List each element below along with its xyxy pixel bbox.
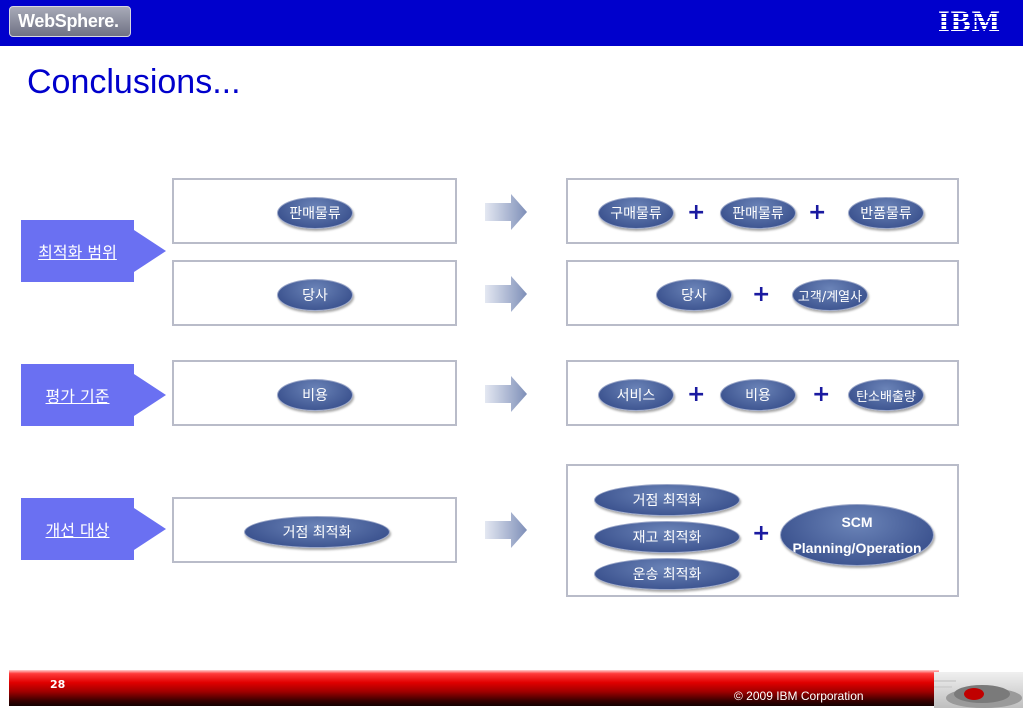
label-improvement-target: 개선 대상 xyxy=(21,498,134,560)
pill-target: 운송 최적화 xyxy=(594,558,740,590)
label-arrow-icon xyxy=(134,508,166,550)
websphere-logo: WebSphere. xyxy=(9,6,131,37)
car-logo-icon xyxy=(934,672,1023,708)
label-optimization-scope-text: 최적화 범위 xyxy=(38,243,117,262)
pill-target: 거점 최적화 xyxy=(594,484,740,516)
right-arrow-icon xyxy=(485,194,527,230)
current-box-target: 거점 최적화 xyxy=(172,497,457,563)
plus-sign: + xyxy=(808,200,827,225)
label-optimization-scope: 최적화 범위 xyxy=(21,220,134,282)
header-bar: WebSphere. IBM xyxy=(0,0,1023,46)
pill-scm-line2: Planning/Operation xyxy=(792,540,922,556)
slide-title: Conclusions... xyxy=(27,63,241,101)
current-box-scope-2: 당사 xyxy=(172,260,457,326)
pill-current: 당사 xyxy=(277,279,353,311)
current-box-criteria: 비용 xyxy=(172,360,457,426)
pill-target: 재고 최적화 xyxy=(594,521,740,553)
target-box-criteria: 서비스 + 비용 + 탄소배출량 xyxy=(566,360,959,426)
pill-current: 비용 xyxy=(277,379,353,411)
target-box-improvement: 거점 최적화 재고 최적화 운송 최적화 + SCM Planning/Oper… xyxy=(566,464,959,597)
pill-target: 고객/계열사 xyxy=(792,279,868,311)
pill-target: 판매물류 xyxy=(720,197,796,229)
plus-sign: + xyxy=(687,382,706,407)
pill-scm: SCM Planning/Operation xyxy=(780,504,934,566)
footer-bar xyxy=(9,670,939,706)
pill-current: 거점 최적화 xyxy=(244,516,390,548)
copyright-text: © 2009 IBM Corporation xyxy=(734,689,864,703)
pill-target: 구매물류 xyxy=(598,197,674,229)
plus-sign: + xyxy=(687,200,706,225)
label-arrow-icon xyxy=(134,374,166,416)
pill-target: 당사 xyxy=(656,279,732,311)
page-number: 28 xyxy=(50,678,66,691)
label-improvement-target-text: 개선 대상 xyxy=(45,521,110,540)
plus-sign: + xyxy=(812,382,831,407)
right-arrow-icon xyxy=(485,376,527,412)
target-box-scope-1: 구매물류 + 판매물류 + 반품물류 xyxy=(566,178,959,244)
label-arrow-icon xyxy=(134,230,166,272)
label-evaluation-criteria: 평가 기준 xyxy=(21,364,134,426)
pill-target: 비용 xyxy=(720,379,796,411)
target-box-scope-2: 당사 + 고객/계열사 xyxy=(566,260,959,326)
plus-sign: + xyxy=(752,282,771,307)
label-evaluation-criteria-text: 평가 기준 xyxy=(45,387,110,406)
current-box-scope-1: 판매물류 xyxy=(172,178,457,244)
plus-sign: + xyxy=(752,521,771,546)
pill-target: 서비스 xyxy=(598,379,674,411)
right-arrow-icon xyxy=(485,276,527,312)
pill-scm-line1: SCM xyxy=(841,514,873,530)
pill-target: 탄소배출량 xyxy=(848,379,924,411)
pill-current: 판매물류 xyxy=(277,197,353,229)
pill-target: 반품물류 xyxy=(848,197,924,229)
ibm-logo: IBM xyxy=(938,5,1001,38)
right-arrow-icon xyxy=(485,512,527,548)
